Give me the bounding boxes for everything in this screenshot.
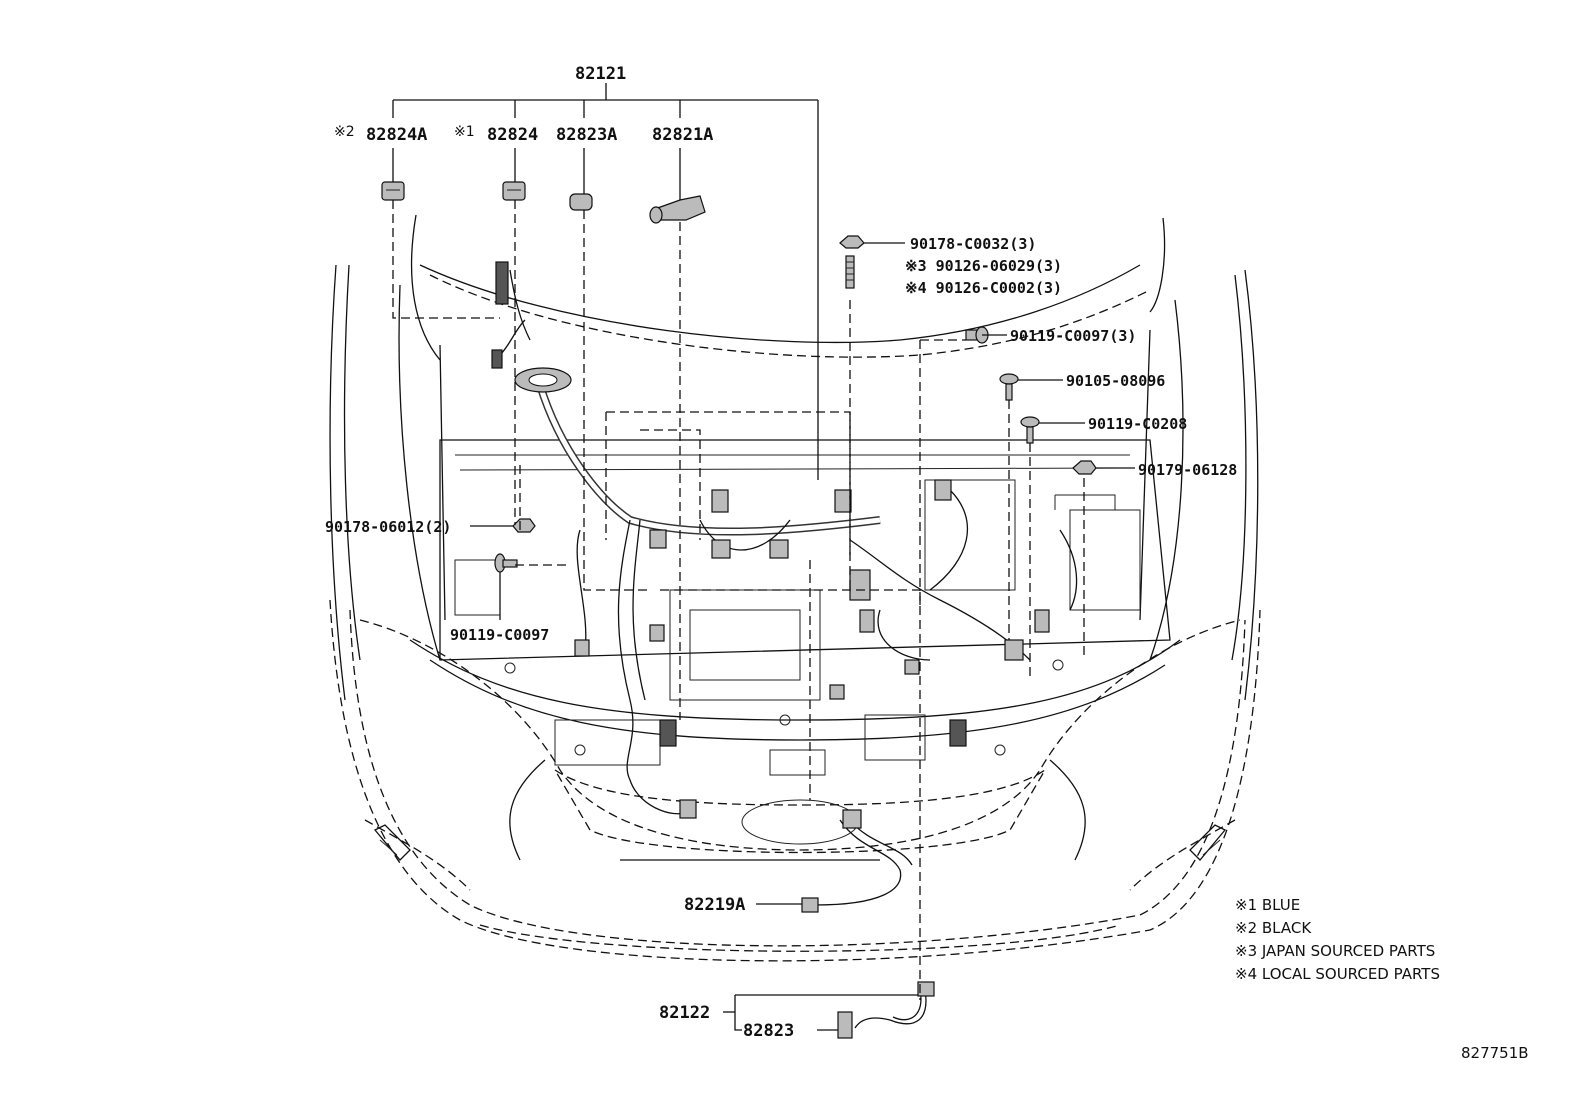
label-82823: 82823 bbox=[743, 1021, 794, 1041]
leader-lines bbox=[392, 83, 1135, 1031]
nut-icon-left bbox=[512, 518, 536, 533]
stud-icon bbox=[845, 255, 855, 289]
bolt-icon-2 bbox=[999, 373, 1019, 401]
label-90126-06029: ※3 90126-06029(3) bbox=[905, 257, 1062, 275]
label-90119-c0208: 90119-C0208 bbox=[1088, 415, 1187, 433]
label-90119-c0097-3: 90119-C0097(3) bbox=[1010, 327, 1136, 345]
label-82219a: 82219A bbox=[684, 895, 745, 915]
label-82821a: 82821A bbox=[652, 125, 713, 145]
mark-1: ※1 bbox=[454, 124, 475, 140]
legend-item-3: ※3 JAPAN SOURCED PARTS bbox=[1235, 942, 1435, 960]
label-82122: 82122 bbox=[659, 1003, 710, 1023]
clamp-82823a-icon bbox=[569, 193, 593, 211]
label-82823a: 82823A bbox=[556, 125, 617, 145]
label-90105-08096: 90105-08096 bbox=[1066, 372, 1165, 390]
label-82824a: 82824A bbox=[366, 125, 427, 145]
label-82121: 82121 bbox=[575, 64, 626, 84]
label-90179-06128: 90179-06128 bbox=[1138, 461, 1237, 479]
nut-icon bbox=[839, 235, 865, 249]
label-90119-c0097: 90119-C0097 bbox=[450, 626, 549, 644]
clamp-82824a-icon bbox=[381, 181, 405, 201]
nut-icon-right bbox=[1072, 460, 1097, 475]
legend-item-4: ※4 LOCAL SOURCED PARTS bbox=[1235, 965, 1440, 983]
legend-item-2: ※2 BLACK bbox=[1235, 919, 1312, 937]
bolt-icon-left bbox=[494, 553, 518, 573]
harness-connectors bbox=[491, 261, 1050, 1039]
label-82824: 82824 bbox=[487, 125, 538, 145]
clamp-82824-icon bbox=[502, 181, 526, 201]
bolt-icon-3 bbox=[1020, 416, 1040, 444]
mark-2: ※2 bbox=[334, 124, 355, 140]
label-90178-c0032: 90178-C0032(3) bbox=[910, 235, 1036, 253]
label-90126-c0002: ※4 90126-C0002(3) bbox=[905, 279, 1062, 297]
legend-item-1: ※1 BLUE bbox=[1235, 896, 1300, 914]
label-90178-06012: 90178-06012(2) bbox=[325, 518, 451, 536]
figure-number: 827751B bbox=[1461, 1044, 1529, 1062]
grommet-82821a-icon bbox=[649, 195, 706, 224]
